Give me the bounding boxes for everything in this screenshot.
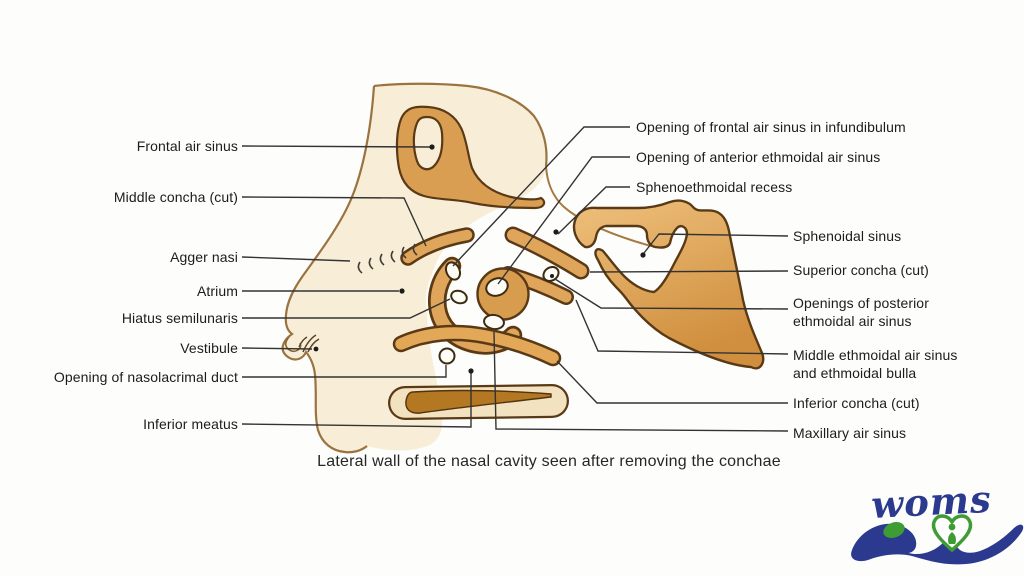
leader-posterior-ethmoidal	[554, 278, 789, 310]
leader-dots	[313, 144, 646, 374]
logo-person-head	[948, 523, 956, 531]
maxillary-sinus-opening	[483, 313, 505, 331]
inferior-concha-band	[392, 324, 562, 367]
label-atrium: Atrium	[196, 283, 238, 299]
label-middle-ethmoidal: Middle ethmoidal air sinus and ethmoidal…	[793, 347, 958, 381]
label-agger-nasi: Agger nasi	[170, 249, 238, 265]
label-hiatus-semilunaris: Hiatus semilunaris	[121, 310, 238, 326]
face-top-outline	[373, 82, 548, 167]
leader-inferior-concha	[556, 360, 788, 404]
nasolacrimal-opening	[438, 347, 456, 365]
leader-sphenoidal-sinus	[643, 233, 789, 254]
label-sphenoidal-sinus: Sphenoidal sinus	[793, 228, 902, 244]
leader-middle-concha	[241, 196, 427, 247]
leader-frontal-air-sinus	[241, 145, 431, 148]
logo-person-body	[948, 532, 956, 544]
woms-logo: woms	[851, 477, 1024, 565]
anterior-ethmoidal-opening	[485, 277, 509, 297]
hard-palate-shape	[388, 384, 569, 420]
leader-agger-nasi	[241, 256, 351, 262]
superior-concha-band	[504, 226, 590, 280]
leader-opening-frontal	[452, 126, 630, 267]
frontal-sinus-opening	[444, 261, 462, 281]
leader-lines	[241, 126, 789, 432]
leader-nasolacrimal	[242, 365, 447, 378]
face-profile	[282, 83, 547, 453]
posterior-ethmoidal-opening	[542, 265, 560, 283]
label-posterior-ethmoidal: Openings of posterior ethmoidal air sinu…	[793, 295, 929, 329]
label-superior-concha: Superior concha (cut)	[793, 262, 929, 278]
logo-leaf	[883, 522, 905, 538]
leader-inferior-meatus	[241, 373, 472, 428]
logo-text: woms	[870, 477, 993, 527]
label-opening-frontal-sinus: Opening of frontal air sinus in infundib…	[636, 119, 906, 135]
leader-vestibule	[241, 347, 313, 350]
frontal-sinus-shape	[395, 105, 546, 210]
leader-opening-anterior-ethmoidal	[497, 156, 630, 285]
agger-nasi-hatching	[357, 243, 418, 274]
leader-maxillary	[493, 331, 789, 432]
figure-caption: Lateral wall of the nasal cavity seen af…	[317, 453, 781, 470]
vestibule-hatching	[298, 334, 320, 353]
middle-concha-band	[400, 227, 475, 266]
leader-hiatus-semilunaris	[242, 298, 451, 319]
leader-sphenoethmoidal-recess	[557, 186, 630, 235]
label-sphenoethmoidal-recess: Sphenoethmoidal recess	[636, 179, 793, 195]
sphenoid-sinus-shape	[572, 199, 765, 370]
label-vestibule: Vestibule	[180, 340, 238, 356]
label-maxillary-air-sinus: Maxillary air sinus	[793, 425, 907, 441]
label-inferior-concha: Inferior concha (cut)	[793, 395, 920, 411]
label-middle-concha: Middle concha (cut)	[113, 189, 238, 205]
leader-superior-concha	[589, 270, 789, 273]
label-inferior-meatus: Inferior meatus	[143, 416, 238, 432]
label-frontal-air-sinus: Frontal air sinus	[136, 138, 238, 154]
hiatus-opening	[450, 289, 468, 305]
nostril-curl	[284, 336, 302, 353]
face-outline	[281, 85, 376, 454]
label-opening-anterior-ethmoidal: Opening of anterior ethmoidal air sinus	[636, 149, 881, 165]
posterior-ethmoidal-dot	[550, 274, 554, 278]
leader-middle-ethmoidal	[575, 299, 789, 355]
label-nasolacrimal-duct: Opening of nasolacrimal duct	[53, 369, 238, 385]
